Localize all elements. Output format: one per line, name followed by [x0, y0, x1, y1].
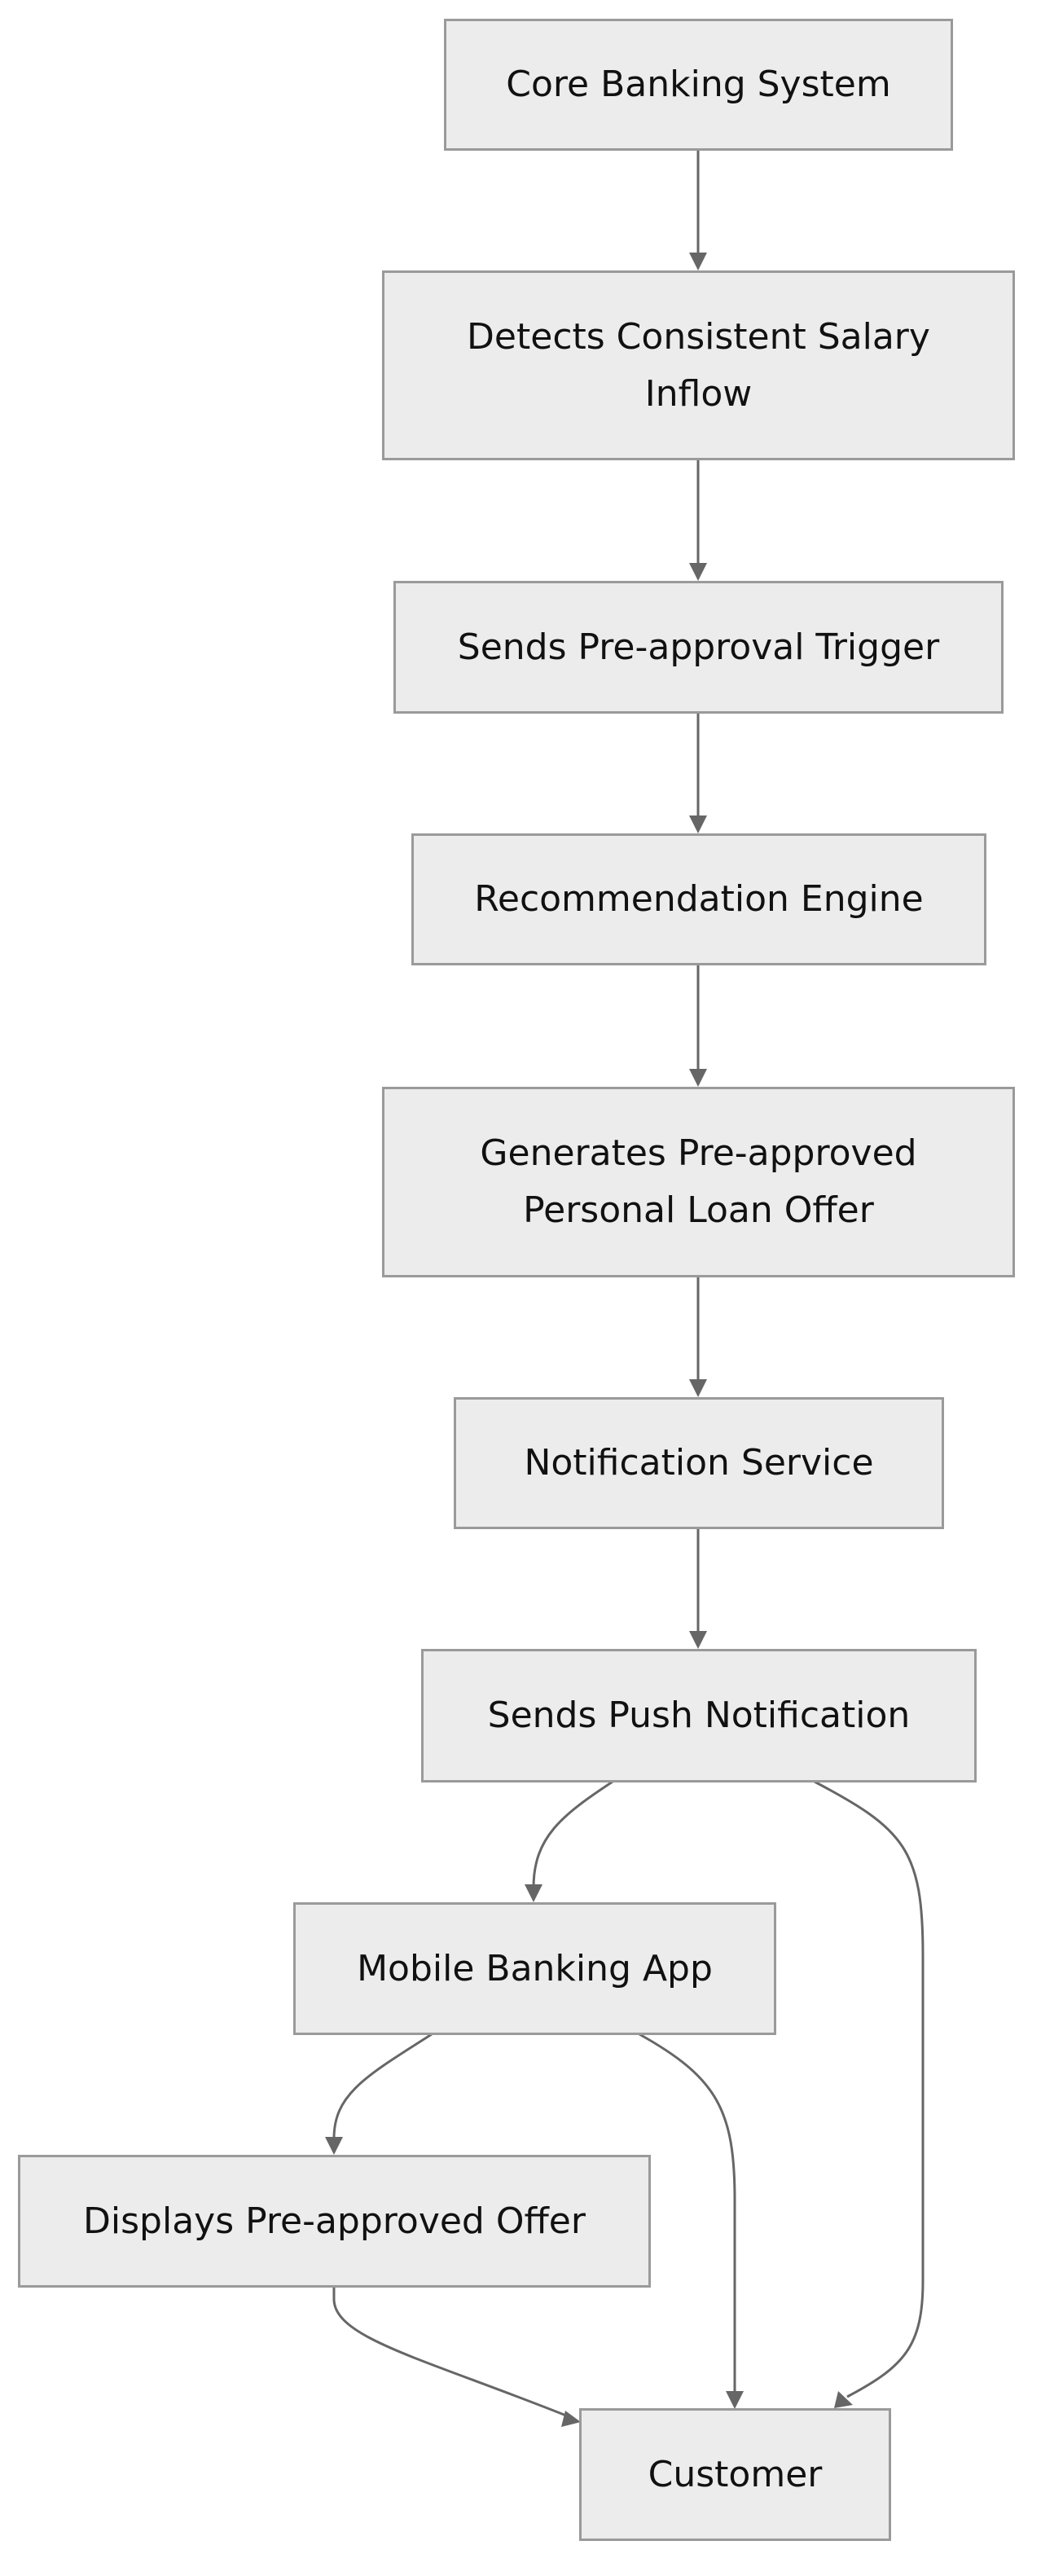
node-label: Mobile Banking App — [357, 1947, 713, 1989]
edge-mobile-to-customer — [639, 2033, 736, 2391]
node-sends-push-notification: Sends Push Notification — [421, 1649, 977, 1783]
node-label: Generates Pre-approved Personal Loan Off… — [480, 1132, 917, 1231]
node-label: Sends Push Notification — [487, 1695, 911, 1736]
edge-push-to-mobile — [532, 1780, 613, 1888]
node-displays-preapproved-offer: Displays Pre-approved Offer — [18, 2155, 651, 2288]
arrowhead-icon — [834, 2391, 853, 2408]
node-label: Core Banking System — [506, 64, 891, 105]
arrowhead-icon — [689, 563, 707, 581]
node-core-banking-system: Core Banking System — [444, 19, 953, 151]
node-label: Notification Service — [524, 1442, 874, 1484]
node-label: Detects Consistent Salary Inflow — [467, 315, 930, 415]
node-label: Displays Pre-approved Offer — [83, 2200, 586, 2242]
edge-displays-to-customer — [332, 2287, 571, 2419]
node-sends-preapproval-trigger: Sends Pre-approval Trigger — [393, 581, 1004, 714]
node-mobile-banking-app: Mobile Banking App — [293, 1902, 776, 2035]
arrowhead-icon — [726, 2391, 744, 2409]
node-label: Sends Pre-approval Trigger — [457, 626, 940, 668]
edge-mobile-to-displays — [332, 2033, 433, 2139]
edge-push-to-customer — [814, 1780, 925, 2398]
node-label: Recommendation Engine — [474, 878, 924, 920]
arrowhead-icon — [689, 253, 707, 270]
arrowhead-icon — [689, 1069, 707, 1087]
arrowhead-icon — [325, 2137, 343, 2155]
node-label: Customer — [648, 2453, 823, 2495]
arrowhead-icon — [689, 1379, 707, 1397]
arrowhead-icon — [561, 2411, 581, 2427]
node-generates-loan-offer: Generates Pre-approved Personal Loan Off… — [382, 1087, 1015, 1277]
arrowhead-icon — [689, 1631, 707, 1649]
node-customer: Customer — [579, 2408, 891, 2541]
node-detects-salary-inflow: Detects Consistent Salary Inflow — [382, 270, 1015, 460]
arrowhead-icon — [525, 1884, 542, 1902]
node-notification-service: Notification Service — [454, 1397, 944, 1529]
arrowhead-icon — [689, 815, 707, 833]
node-recommendation-engine: Recommendation Engine — [411, 833, 986, 965]
